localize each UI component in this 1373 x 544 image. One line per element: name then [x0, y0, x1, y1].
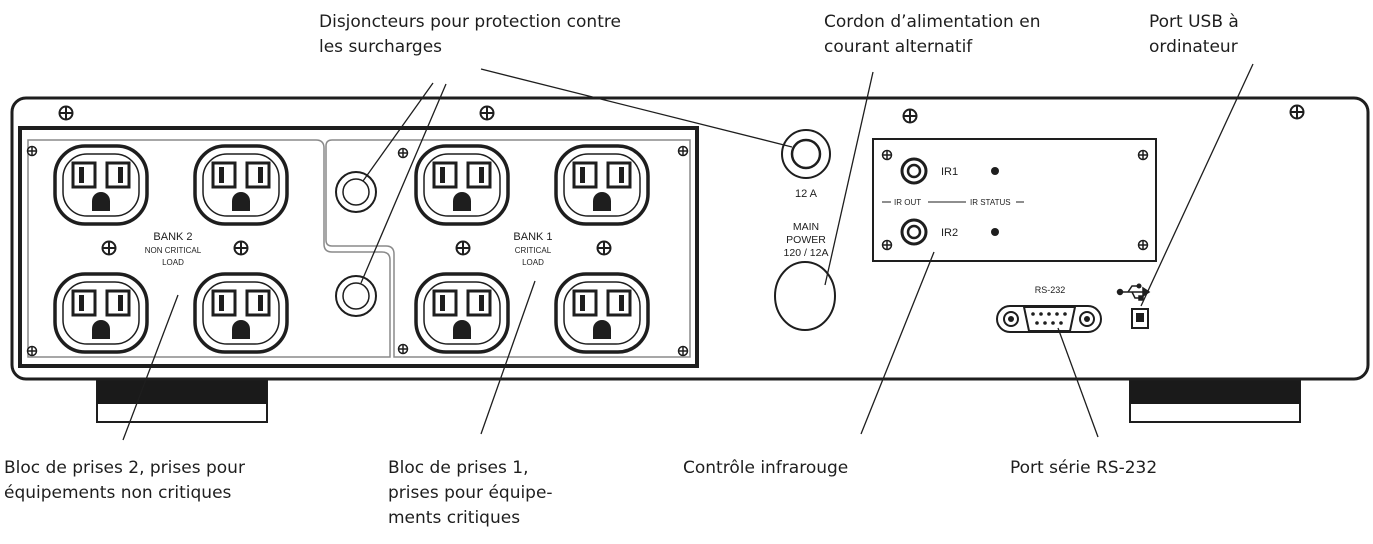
- ac-cord-callout: Cordon d’alimentation en courant alterna…: [824, 12, 1041, 57]
- rs232-label: RS-232: [1035, 285, 1066, 295]
- outlet-icon: [193, 272, 289, 354]
- bank2-callout: Bloc de prises 2, prises pour équipement…: [4, 458, 245, 503]
- screw-icon: [677, 145, 689, 157]
- screw-icon: [479, 105, 495, 121]
- ir-out-label: IR OUT: [894, 198, 921, 207]
- screw-icon: [233, 240, 249, 256]
- svg-text:BANK 2: BANK 2: [153, 231, 192, 243]
- rs232-connector-icon: [996, 305, 1102, 333]
- outlet-icon: [414, 144, 510, 226]
- usb-port-icon: [1131, 308, 1149, 329]
- screw-icon: [881, 149, 893, 161]
- screw-icon: [1289, 104, 1305, 120]
- bank1-label: BANK 1 CRITICAL LOAD: [513, 231, 552, 267]
- ir2-status-led-icon: [991, 228, 999, 236]
- rs232-callout: Port série RS-232: [1010, 458, 1158, 478]
- outlet-icon: [554, 272, 650, 354]
- screw-icon: [902, 108, 918, 124]
- main-power-label: MAIN POWER 120 / 12A: [784, 221, 829, 259]
- svg-text:LOAD: LOAD: [522, 258, 544, 267]
- svg-text:MAIN: MAIN: [793, 221, 819, 233]
- screw-icon: [677, 345, 689, 357]
- svg-text:LOAD: LOAD: [162, 258, 184, 267]
- usb-symbol-icon: [1116, 283, 1151, 301]
- ir-status-label: IR STATUS: [970, 198, 1011, 207]
- ir-control-callout: Contrôle infrarouge: [683, 458, 849, 478]
- svg-text:120 / 12A: 120 / 12A: [784, 247, 829, 259]
- svg-text:POWER: POWER: [786, 234, 826, 246]
- outlet-icon: [414, 272, 510, 354]
- breaker-icon: [335, 275, 377, 317]
- screw-icon: [1137, 149, 1149, 161]
- outlet-icon: [53, 144, 149, 226]
- bank1-callout: Bloc de prises 1, prises pour équipe- me…: [388, 458, 553, 528]
- ir1-status-led-icon: [991, 167, 999, 175]
- bank1-divider: [325, 139, 691, 358]
- screw-icon: [26, 145, 38, 157]
- ir1-jack-icon: [900, 157, 928, 185]
- screw-icon: [26, 345, 38, 357]
- breaker-icon: [335, 171, 377, 213]
- outlet-icon: [193, 144, 289, 226]
- main-breaker-icon: [781, 129, 831, 179]
- outlet-icon: [554, 144, 650, 226]
- screw-icon: [1137, 239, 1149, 251]
- screw-icon: [881, 239, 893, 251]
- svg-text:NON CRITICAL: NON CRITICAL: [145, 246, 202, 255]
- screw-icon: [58, 105, 74, 121]
- bank2-divider: [27, 139, 391, 358]
- screw-icon: [397, 147, 409, 159]
- breakers-callout: Disjoncteurs pour protection contre les …: [319, 12, 621, 57]
- chassis-feet: [96, 377, 1301, 423]
- usb-callout: Port USB à ordinateur: [1149, 12, 1239, 57]
- screw-icon: [596, 240, 612, 256]
- svg-text:BANK 1: BANK 1: [513, 231, 552, 243]
- svg-text:CRITICAL: CRITICAL: [515, 246, 552, 255]
- screw-icon: [455, 240, 471, 256]
- ir2-jack-icon: [900, 218, 928, 246]
- ir1-label: IR1: [941, 166, 958, 178]
- ir2-label: IR2: [941, 227, 958, 239]
- breaker-rating-label: 12 A: [795, 188, 818, 200]
- outlet-icon: [53, 272, 149, 354]
- screw-icon: [397, 343, 409, 355]
- power-cord-inlet: [774, 261, 836, 331]
- bank2-label: BANK 2 NON CRITICAL LOAD: [145, 231, 202, 267]
- screw-icon: [101, 240, 117, 256]
- leader-lines: [122, 63, 1254, 441]
